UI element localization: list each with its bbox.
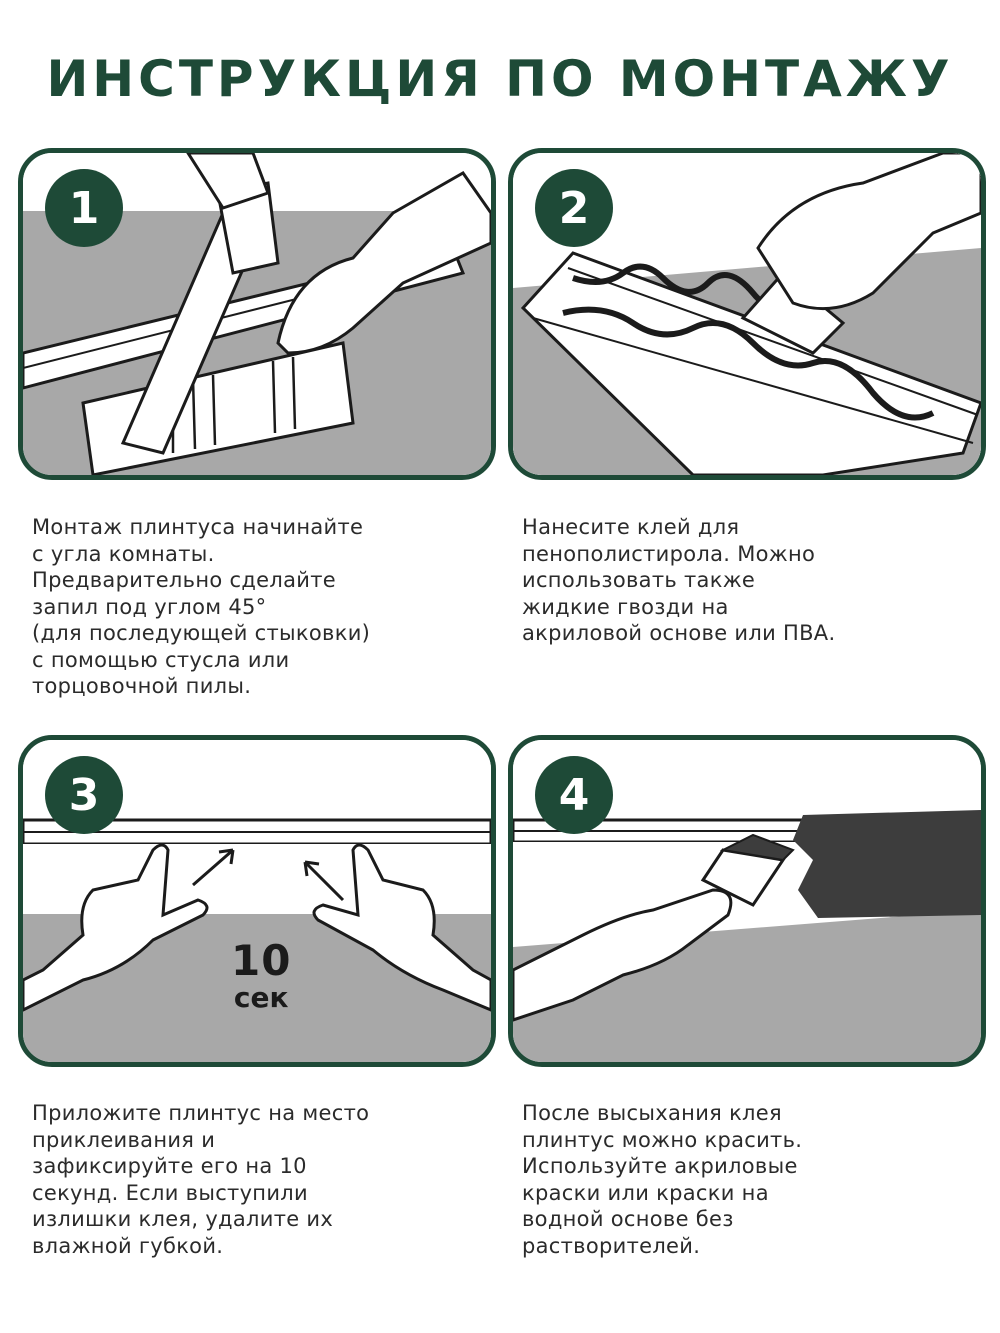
step-1-caption: Монтаж плинтуса начинайте с угла комнаты…	[32, 515, 371, 698]
step-number-badge: 2	[535, 169, 613, 247]
miter-saw-scene	[23, 153, 491, 475]
step-1-illustration: 1	[18, 148, 496, 480]
glue-tube-icon	[740, 270, 846, 355]
hand-icon	[756, 153, 981, 311]
step-4-illustration: 4	[508, 735, 986, 1067]
arrow-icon	[192, 848, 235, 887]
step-3-caption: Приложите плинтус на место приклеивания …	[32, 1101, 370, 1258]
step-2-illustration: 2	[508, 148, 986, 480]
timer-unit: сек	[233, 981, 289, 1014]
timer-value: 10	[231, 936, 292, 985]
step-4-caption: После высыхания клея плинтус можно краси…	[522, 1101, 803, 1258]
hand-icon	[276, 171, 491, 355]
step-number-badge: 1	[45, 169, 123, 247]
arrow-icon	[303, 860, 345, 902]
hand-icon	[513, 888, 733, 1022]
page-title: ИНСТРУКЦИЯ ПО МОНТАЖУ	[46, 50, 954, 108]
step-3-illustration: 3 10 сек	[18, 735, 496, 1067]
hands-press-icon	[23, 843, 209, 1012]
molding-icon	[520, 251, 981, 475]
paint-scene	[513, 740, 981, 1062]
step-2-caption: Нанесите клей для пенополистирола. Можно…	[522, 515, 836, 645]
step-number-badge: 3	[45, 756, 123, 834]
press-scene	[23, 740, 491, 1062]
step-number-badge: 4	[535, 756, 613, 834]
timer-label: 10 сек	[231, 940, 291, 1012]
hands-press-icon	[312, 843, 491, 1012]
